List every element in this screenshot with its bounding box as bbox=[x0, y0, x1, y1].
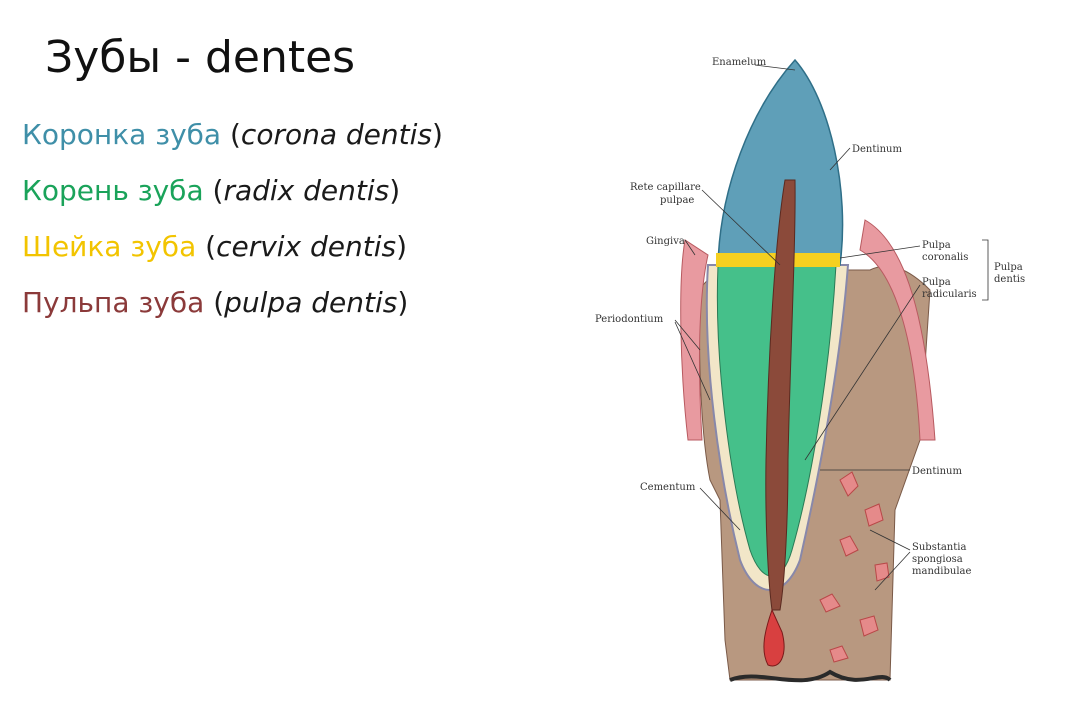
term-root: Корень зуба (radix dentis) bbox=[22, 174, 401, 207]
bone-vessels bbox=[819, 471, 890, 663]
label-periodontium: Periodontium bbox=[595, 314, 664, 325]
pulp bbox=[765, 179, 796, 611]
label-cementum: Cementum bbox=[640, 482, 696, 493]
term-crown-ru: Коронка зуба bbox=[22, 118, 222, 151]
label-pulpa-dentis-2: dentis bbox=[994, 274, 1025, 285]
term-pulp-lat: pulpa dentis bbox=[224, 286, 398, 319]
term-pulp-ru: Пульпа зуба bbox=[22, 286, 205, 319]
gingiva-left bbox=[680, 239, 709, 441]
label-pulpa-radicularis-2: radicularis bbox=[922, 289, 977, 300]
label-dentinum-bottom: Dentinum bbox=[912, 466, 962, 477]
leader-lines bbox=[674, 64, 989, 591]
term-neck-lat: cervix dentis bbox=[216, 230, 397, 263]
apical-vessel bbox=[763, 608, 785, 667]
term-neck: Шейка зуба (cervix dentis) bbox=[22, 230, 408, 263]
label-pulpa-radicularis-1: Pulpa bbox=[922, 277, 951, 288]
term-root-lat: radix dentis bbox=[223, 174, 390, 207]
term-crown-lat: corona dentis bbox=[240, 118, 432, 151]
term-crown: Коронка зуба (corona dentis) bbox=[22, 118, 443, 151]
label-pulpa-dentis-1: Pulpa bbox=[994, 262, 1023, 273]
crown bbox=[717, 58, 844, 266]
term-root-ru: Корень зуба bbox=[22, 174, 204, 207]
bone-bottom-edge bbox=[729, 669, 892, 683]
label-substantia-1: Substantia bbox=[912, 542, 966, 553]
term-neck-ru: Шейка зуба bbox=[22, 230, 197, 263]
tooth-diagram: Enamelum Dentinum Rete capillare pulpae … bbox=[595, 57, 1025, 683]
label-substantia-2: spongiosa bbox=[912, 554, 963, 565]
label-gingiva: Gingiva bbox=[646, 236, 685, 247]
label-pulpa-coronalis-2: coronalis bbox=[922, 252, 968, 263]
label-substantia-3: mandibulae bbox=[912, 566, 971, 577]
gingiva-right bbox=[859, 219, 936, 441]
label-pulpa-coronalis-1: Pulpa bbox=[922, 240, 951, 251]
label-dentinum-top: Dentinum bbox=[852, 144, 902, 155]
label-enamelum: Enamelum bbox=[712, 57, 767, 68]
term-pulp: Пульпа зуба (pulpa dentis) bbox=[22, 286, 409, 319]
page-title: Зубы - dentes bbox=[45, 32, 356, 83]
label-rete-2: pulpae bbox=[660, 195, 694, 206]
label-rete-1: Rete capillare bbox=[630, 182, 701, 193]
